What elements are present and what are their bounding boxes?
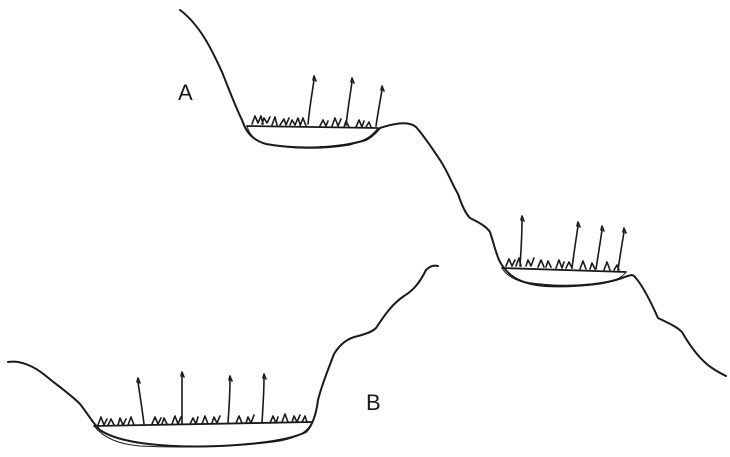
pool-b-plants [98,414,307,425]
pool-a-reeds [308,76,384,126]
lower-slope-outline [8,266,438,447]
upper-slope-outline [180,10,726,376]
pool-label-b: B [366,392,381,414]
pool-c-reeds [520,216,626,270]
pool-a-plants [252,116,371,127]
pool-c-water-line [502,268,626,272]
pool-label-a: A [178,82,193,104]
pool-a-water-line [247,126,378,128]
pool-b-reeds [137,372,266,424]
